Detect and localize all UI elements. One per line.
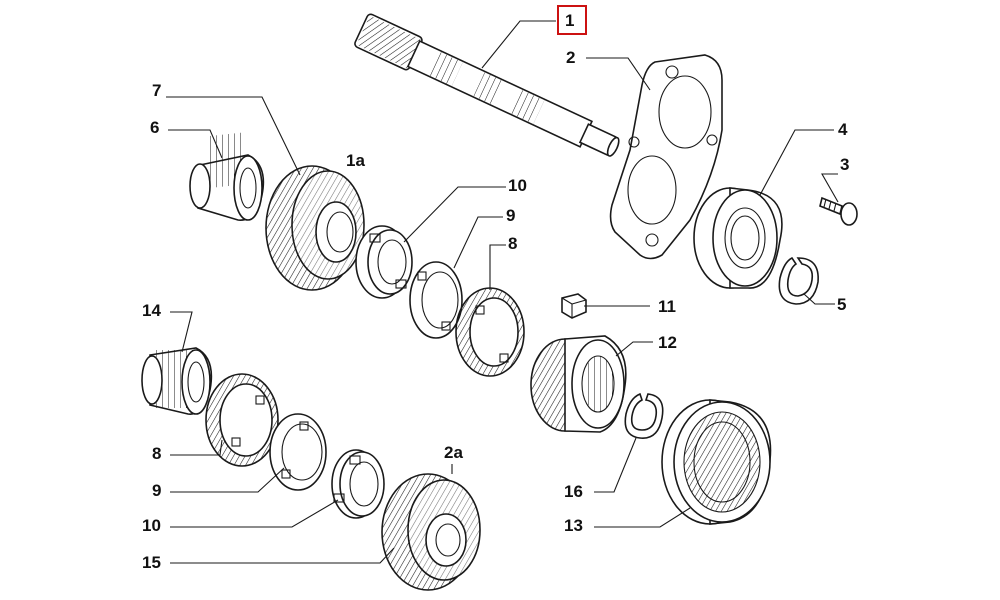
callout-7: 7 [152,81,161,100]
needle-bearing-14-part [141,347,213,415]
synchro-ring-10-upper-part [355,225,413,299]
callout-2a: 2a [444,443,463,462]
callout-8-lower: 8 [152,444,161,463]
screw-part [819,196,858,226]
callout-10-upper: 10 [508,176,527,195]
callout-2: 2 [566,48,575,67]
callout-4: 4 [838,120,848,139]
callout-3: 3 [840,155,849,174]
callout-1: 1 [565,11,574,30]
callout-9-upper: 9 [506,206,515,225]
callout-11: 11 [658,297,676,316]
callout-12: 12 [658,333,677,352]
callout-5: 5 [837,295,846,314]
callout-10-lower: 10 [142,516,161,535]
sleeve-hub-12-part [530,335,627,433]
gear-1a-part [265,165,365,291]
needle-bearing-6-part [189,132,265,221]
leader-lines [166,20,839,564]
callout-6: 6 [150,118,159,137]
callout-15: 15 [142,553,161,572]
input-shaft-part [354,13,620,157]
cone-ring-9-lower-part [269,413,327,491]
callout-8-upper: 8 [508,234,517,253]
sleeve-ring-13-part [661,399,772,525]
synchro-ring-10-lower-part [331,449,385,519]
bearing-part [693,187,783,289]
callout-16: 16 [564,482,583,501]
highlight-box [557,5,587,35]
gear-2a-part [381,473,481,591]
cone-ring-9-upper-part [409,261,463,339]
block-11-part [561,293,587,319]
flange-plate-part [609,54,723,260]
snap-ring-part [778,256,819,305]
callout-13: 13 [564,516,583,535]
callout-1a: 1a [346,151,365,170]
callout-labels: 1 2 4 3 5 7 6 1a 10 9 8 11 12 14 8 2a 9 … [142,11,849,572]
synchro-gear-8-lower-part [205,373,279,467]
callout-9-lower: 9 [152,481,161,500]
synchro-gear-8-upper-part [455,287,525,377]
snap-ring-16-part [624,392,664,439]
callout-14: 14 [142,301,161,320]
